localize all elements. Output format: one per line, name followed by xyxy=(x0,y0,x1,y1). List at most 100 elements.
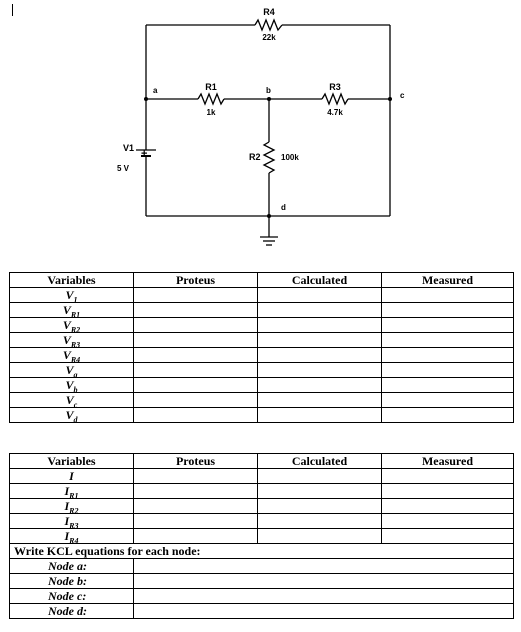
variable-cell: Va xyxy=(9,362,134,378)
calculated-cell[interactable] xyxy=(257,377,382,393)
proteus-cell[interactable] xyxy=(133,528,258,544)
variable-cell: VR4 xyxy=(9,347,134,363)
v1-value: 5 V xyxy=(117,164,130,173)
circuit-diagram: R4 22k R1 1k R3 4.7k R2 100k V1 + 5 V a … xyxy=(117,7,405,246)
table-row: IR2 xyxy=(9,498,514,514)
kcl-row: Node b: xyxy=(9,573,514,589)
calculated-cell[interactable] xyxy=(257,468,382,484)
table-row: VR4 xyxy=(9,347,514,363)
measured-cell[interactable] xyxy=(381,287,514,303)
calculated-cell[interactable] xyxy=(257,332,382,348)
variable-cell: IR2 xyxy=(9,498,134,514)
calculated-cell[interactable] xyxy=(257,287,382,303)
proteus-cell[interactable] xyxy=(133,362,258,378)
calculated-cell[interactable] xyxy=(257,302,382,318)
header-calculated: Calculated xyxy=(257,272,382,288)
table-row: Vc xyxy=(9,392,514,408)
variable-cell: IR1 xyxy=(9,483,134,499)
calculated-cell[interactable] xyxy=(257,498,382,514)
calculated-cell[interactable] xyxy=(257,347,382,363)
header-proteus: Proteus xyxy=(133,272,258,288)
proteus-cell[interactable] xyxy=(133,287,258,303)
measured-cell[interactable] xyxy=(381,483,514,499)
measured-cell[interactable] xyxy=(381,362,514,378)
v1-plus-sign: + xyxy=(141,148,147,160)
header-variables: Variables xyxy=(9,272,134,288)
measured-cell[interactable] xyxy=(381,377,514,393)
node-label: Node d: xyxy=(9,603,134,619)
header-calculated: Calculated xyxy=(257,453,382,469)
measured-cell[interactable] xyxy=(381,498,514,514)
node-label-b: b xyxy=(266,86,271,95)
variable-cell: V1 xyxy=(9,287,134,303)
calculated-cell[interactable] xyxy=(257,407,382,423)
kcl-row: Node d: xyxy=(9,603,514,619)
measured-cell[interactable] xyxy=(381,332,514,348)
r4-value: 22k xyxy=(262,33,276,42)
proteus-cell[interactable] xyxy=(133,302,258,318)
header-measured: Measured xyxy=(381,453,514,469)
node-label: Node b: xyxy=(9,573,134,589)
r1-name: R1 xyxy=(205,82,217,92)
variable-cell: Vc xyxy=(9,392,134,408)
variable-cell: VR1 xyxy=(9,302,134,318)
kcl-equation-cell[interactable] xyxy=(133,558,514,574)
proteus-cell[interactable] xyxy=(133,347,258,363)
kcl-equation-cell[interactable] xyxy=(133,588,514,604)
proteus-cell[interactable] xyxy=(133,377,258,393)
measured-cell[interactable] xyxy=(381,302,514,318)
r2-value: 100k xyxy=(281,153,299,162)
kcl-row: Node c: xyxy=(9,588,514,604)
table-row: VR1 xyxy=(9,302,514,318)
table-row: I xyxy=(9,468,514,484)
proteus-cell[interactable] xyxy=(133,498,258,514)
table-row: VR3 xyxy=(9,332,514,348)
junction-c xyxy=(388,97,392,101)
proteus-cell[interactable] xyxy=(133,332,258,348)
proteus-cell[interactable] xyxy=(133,407,258,423)
measured-cell[interactable] xyxy=(381,513,514,529)
variable-cell: Vd xyxy=(9,407,134,423)
variable-cell: I xyxy=(9,468,134,484)
table-row: Va xyxy=(9,362,514,378)
resistor-r3-symbol xyxy=(321,92,349,106)
calculated-cell[interactable] xyxy=(257,528,382,544)
proteus-cell[interactable] xyxy=(133,513,258,529)
table-row: Vb xyxy=(9,377,514,393)
variable-cell: VR3 xyxy=(9,332,134,348)
v1-name: V1 xyxy=(123,143,134,153)
resistor-r1-symbol xyxy=(197,92,225,106)
measured-cell[interactable] xyxy=(381,347,514,363)
measured-cell[interactable] xyxy=(381,317,514,333)
r2-name: R2 xyxy=(249,152,261,162)
measured-cell[interactable] xyxy=(381,528,514,544)
proteus-cell[interactable] xyxy=(133,392,258,408)
calculated-cell[interactable] xyxy=(257,513,382,529)
kcl-title-row: Write KCL equations for each node: xyxy=(9,543,514,559)
calculated-cell[interactable] xyxy=(257,392,382,408)
current-table-header: Variables Proteus Calculated Measured xyxy=(9,453,514,469)
r1-value: 1k xyxy=(207,108,216,117)
r4-name: R4 xyxy=(263,7,275,17)
proteus-cell[interactable] xyxy=(133,483,258,499)
table-row: V1 xyxy=(9,287,514,303)
measured-cell[interactable] xyxy=(381,407,514,423)
junction-d xyxy=(267,214,271,218)
proteus-cell[interactable] xyxy=(133,468,258,484)
calculated-cell[interactable] xyxy=(257,317,382,333)
calculated-cell[interactable] xyxy=(257,362,382,378)
proteus-cell[interactable] xyxy=(133,317,258,333)
node-label: Node c: xyxy=(9,588,134,604)
resistor-r4-symbol xyxy=(254,18,283,32)
measured-cell[interactable] xyxy=(381,392,514,408)
table-row: IR1 xyxy=(9,483,514,499)
junction-a xyxy=(144,97,148,101)
measured-cell[interactable] xyxy=(381,468,514,484)
resistor-r2-symbol xyxy=(262,141,276,174)
kcl-equation-cell[interactable] xyxy=(133,603,514,619)
current-table: Variables Proteus Calculated Measured I … xyxy=(9,453,514,619)
kcl-equation-cell[interactable] xyxy=(133,573,514,589)
table-row: Vd xyxy=(9,407,514,423)
calculated-cell[interactable] xyxy=(257,483,382,499)
header-measured: Measured xyxy=(381,272,514,288)
